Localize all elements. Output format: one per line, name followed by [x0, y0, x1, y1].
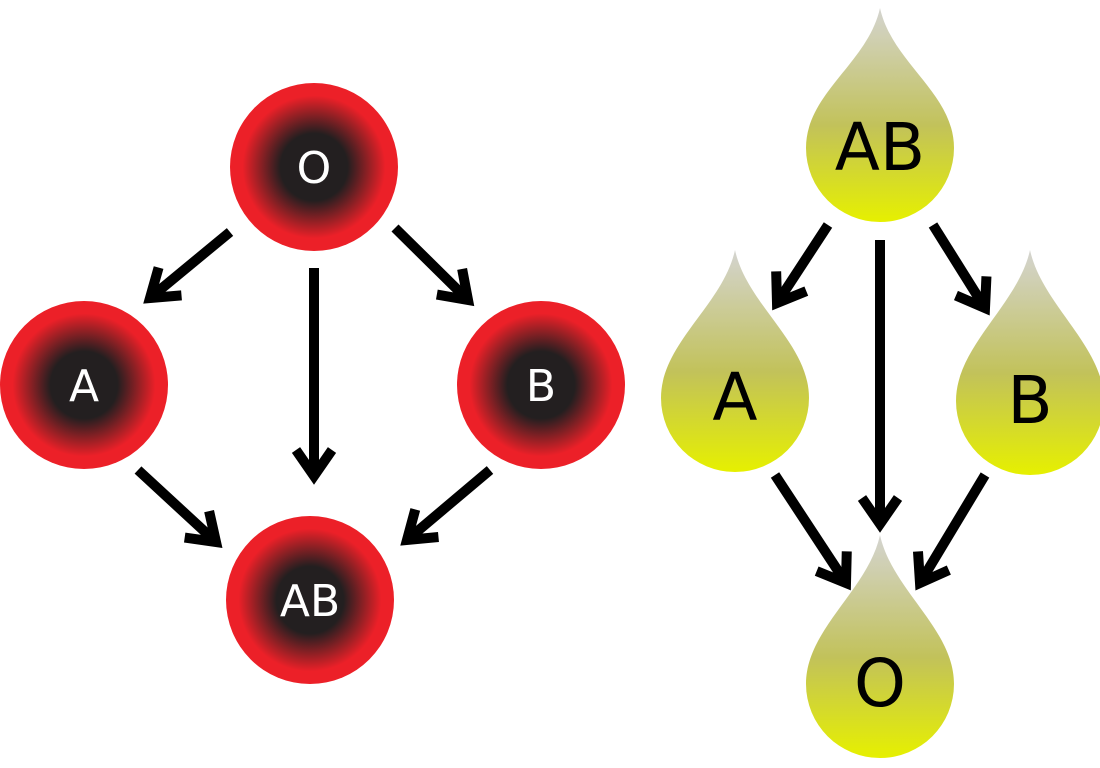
arrow-shaft [770, 472, 849, 584]
arrow-head [953, 276, 992, 316]
arrow-o-to-ab [291, 268, 337, 485]
plasma-drop-ab: AB [806, 8, 954, 222]
red-cell-a: A [0, 301, 168, 469]
arrow-ab-to-a [771, 222, 833, 311]
plasma-drop-a: A [661, 250, 809, 472]
red-cell-b: B [457, 301, 625, 469]
arrow-head [291, 447, 337, 485]
arrow-shaft [391, 224, 470, 302]
arrow-shaft [917, 472, 990, 584]
cell-label: AB [280, 576, 340, 627]
red-blood-cell-icon [226, 516, 394, 684]
arrow-shaft [774, 222, 833, 304]
red-blood-cell-icon [230, 83, 398, 251]
plasma-drop-icon [956, 250, 1100, 475]
drop-label: O [854, 645, 906, 722]
plasma-drop-icon [661, 250, 809, 472]
arrow-head [400, 508, 439, 546]
arrow-head [183, 510, 223, 548]
red-blood-cell-icon [457, 301, 625, 469]
arrow-b-to-o [912, 472, 990, 591]
arrow-a-to-ab [134, 466, 223, 548]
arrow-head [814, 551, 852, 591]
arrow-head [143, 266, 182, 304]
arrow-head [435, 267, 475, 307]
arrow-a-to-o [770, 472, 852, 591]
plasma-drop-o: O [806, 535, 954, 758]
drop-label: A [712, 359, 757, 436]
cell-label: B [526, 361, 556, 412]
arrow-o-to-b [391, 224, 475, 307]
arrow-shaft [928, 222, 988, 309]
plasma-drop-b: B [956, 250, 1100, 475]
arrow-shaft [134, 466, 218, 544]
arrow-shaft [149, 228, 234, 300]
red-blood-cell-icon [0, 301, 168, 469]
arrow-ab-to-o [857, 240, 903, 533]
drop-label: AB [835, 109, 925, 186]
cell-label: A [69, 361, 99, 412]
cell-label: O [297, 143, 332, 194]
plasma-drop-icon [806, 535, 954, 758]
arrow-b-to-ab [400, 466, 494, 546]
arrow-shaft [406, 466, 494, 542]
arrow-head [857, 495, 903, 533]
red-cell-ab: AB [226, 516, 394, 684]
red-cell-o: O [230, 83, 398, 251]
arrow-ab-to-b [928, 222, 992, 316]
drop-label: B [1007, 362, 1052, 439]
arrow-head [771, 271, 809, 311]
arrow-o-to-a [143, 228, 234, 304]
arrow-head [912, 551, 951, 591]
plasma-drop-icon [806, 8, 954, 222]
